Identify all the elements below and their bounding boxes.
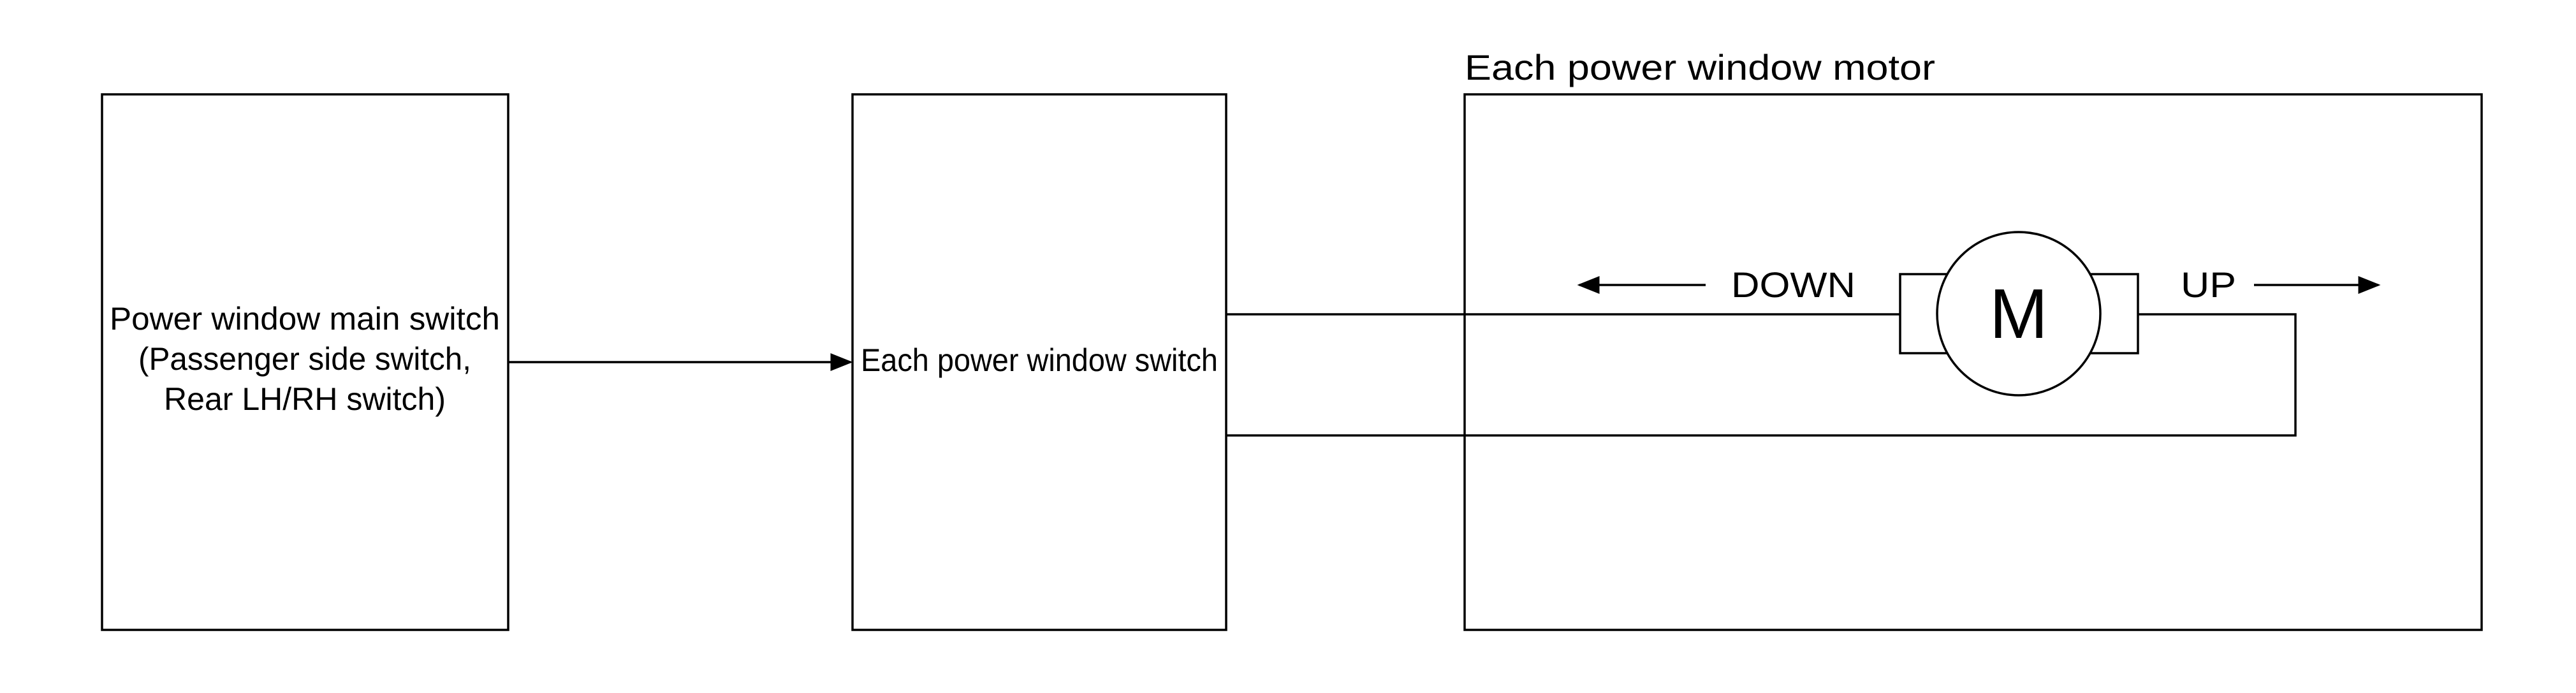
window-switch-box (851, 93, 1227, 631)
down-label: DOWN (1731, 265, 1855, 305)
main-switch-box (101, 93, 509, 631)
main-switch-label-line3: Rear LH/RH switch) (164, 381, 446, 417)
main-switch-block: Power window main switch (Passenger side… (101, 93, 509, 631)
up-indicator: UP (2181, 265, 2381, 305)
down-indicator: DOWN (1577, 265, 1855, 305)
up-label: UP (2181, 265, 2236, 305)
motor-symbol: M (1989, 275, 2048, 353)
main-switch-label-line2: (Passenger side switch, (138, 341, 471, 377)
main-switch-label-line1: Power window main switch (110, 301, 500, 337)
motor-group-title: Each power window motor (1465, 47, 1935, 87)
wire-lower-loop (1226, 313, 2297, 437)
window-switch-label: Each power window switch (861, 342, 1218, 378)
motor-group-block: Each power window motor (1463, 47, 2483, 631)
motor: M (1936, 231, 2102, 397)
window-switch-block: Each power window switch (851, 93, 1227, 631)
motor-circle (1936, 231, 2102, 397)
